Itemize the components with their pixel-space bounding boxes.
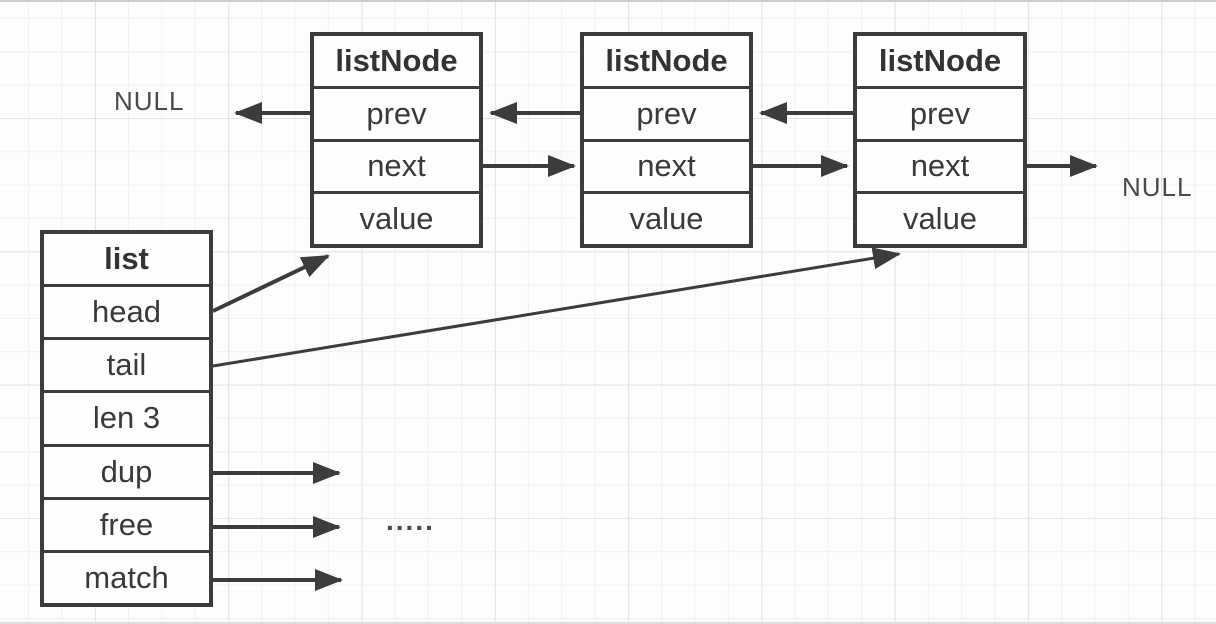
- listnode-3-field-next: next: [857, 138, 1023, 192]
- listnode-1-field-next: next: [314, 138, 479, 192]
- listnode-1-field-value: value: [314, 191, 479, 244]
- list-field-head: head: [44, 284, 209, 337]
- list-field-dup: dup: [44, 443, 209, 497]
- null-label-left: NULL: [114, 86, 185, 116]
- list-field-tail: tail: [44, 337, 209, 390]
- listnode-2-field-value: value: [584, 191, 749, 244]
- list-field-free: free: [44, 496, 209, 550]
- listnode-box-2: listNode prev next value: [580, 32, 753, 248]
- ellipsis-label: .....: [386, 505, 435, 536]
- listnode-2-field-prev: prev: [584, 85, 749, 139]
- top-edge-line: [0, 0, 1216, 2]
- listnode-3-field-prev: prev: [857, 85, 1023, 139]
- list-title: list: [104, 241, 149, 277]
- listnode-3-field-value: value: [857, 191, 1023, 244]
- listnode-1-title: listNode: [335, 42, 458, 78]
- list-box: list head tail len 3 dup free match: [40, 230, 213, 607]
- null-label-right: NULL: [1122, 172, 1193, 202]
- list-field-match: match: [44, 549, 209, 603]
- listnode-box-1: listNode prev next value: [310, 32, 483, 248]
- listnode-2-field-next: next: [584, 138, 749, 192]
- arrow-list-head-to-node1: [212, 254, 330, 313]
- listnode-3-title: listNode: [878, 42, 1002, 78]
- listnode-2-title: listNode: [605, 42, 728, 78]
- listnode-1-field-prev: prev: [314, 85, 479, 139]
- arrow-list-tail-to-node3: [212, 247, 901, 368]
- listnode-box-3: listNode prev next value: [853, 32, 1027, 248]
- list-field-len: len 3: [44, 390, 209, 443]
- bottom-edge-line: [0, 622, 1216, 624]
